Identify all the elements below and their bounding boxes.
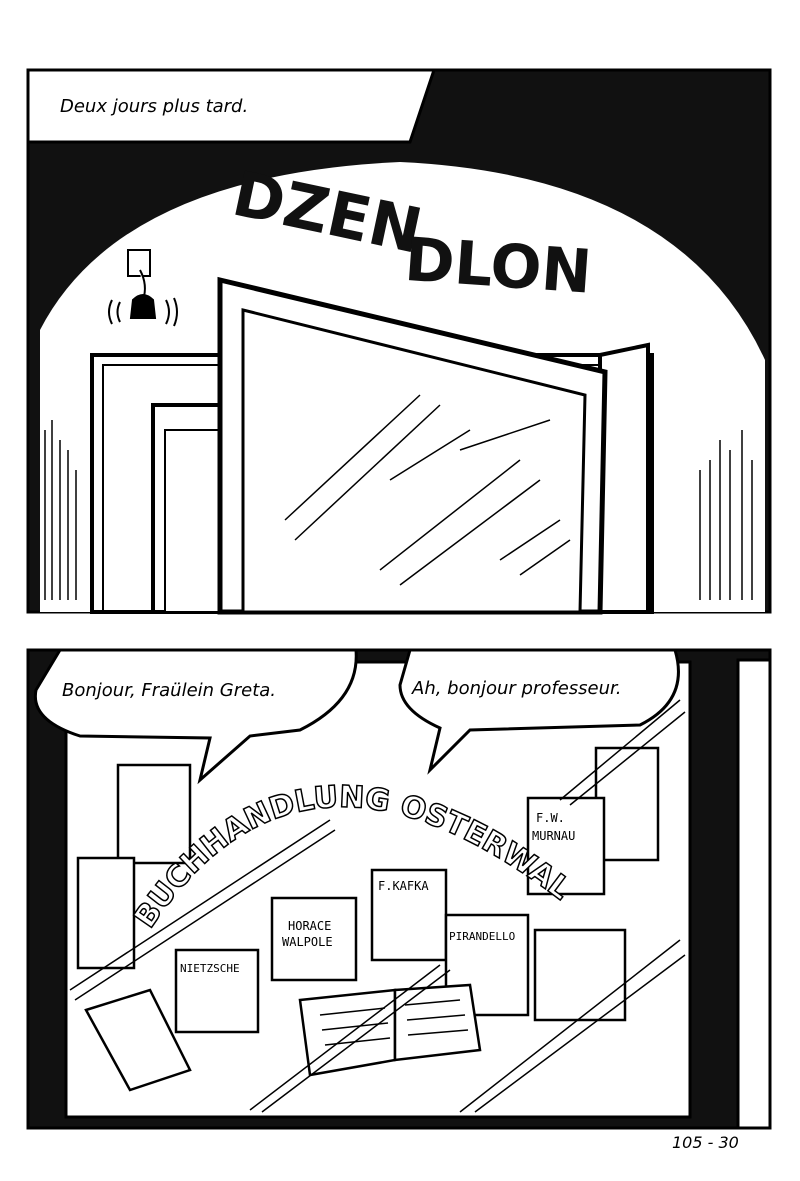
- book-nietzsche: [174, 948, 260, 1034]
- book: [84, 988, 192, 1092]
- glass-reflection: [69, 699, 686, 1113]
- speech-text-right: Ah, bonjour professeur.: [411, 678, 622, 699]
- window-pillar: [736, 658, 772, 1130]
- open-book: [298, 988, 397, 1077]
- book-title: F.KAFKA: [378, 879, 429, 893]
- doorbell-icon: [108, 249, 178, 327]
- book-title: PIRANDELLO: [449, 930, 515, 943]
- speech-balloon-right: [398, 648, 680, 775]
- panel-1: DZEN DLON Deux jours plus tard.: [26, 68, 772, 615]
- book: [594, 746, 660, 862]
- book: [533, 928, 627, 1022]
- book-title: F.W.: [536, 811, 565, 825]
- book: [76, 856, 136, 970]
- book-title: NIETZSCHE: [180, 962, 240, 975]
- book-murnau: [526, 796, 606, 896]
- caption-box: [26, 68, 437, 144]
- speech-balloon-left: [33, 648, 358, 785]
- speech-text-left: Bonjour, Fraülein Greta.: [62, 680, 276, 701]
- page-number: 105 - 30: [672, 1133, 739, 1152]
- book: [116, 763, 192, 865]
- book-title: MURNAU: [532, 829, 575, 843]
- sound-effect-dlon: DLON: [402, 225, 594, 308]
- book-title: HORACE: [288, 919, 331, 933]
- books-display: [76, 746, 660, 1092]
- book-title: WALPOLE: [282, 935, 333, 949]
- book-kafka: [370, 868, 448, 962]
- open-door: [217, 276, 608, 615]
- shading-hatch: [44, 420, 753, 600]
- book-walpole: [270, 896, 358, 982]
- caption-text: Deux jours plus tard.: [60, 96, 248, 117]
